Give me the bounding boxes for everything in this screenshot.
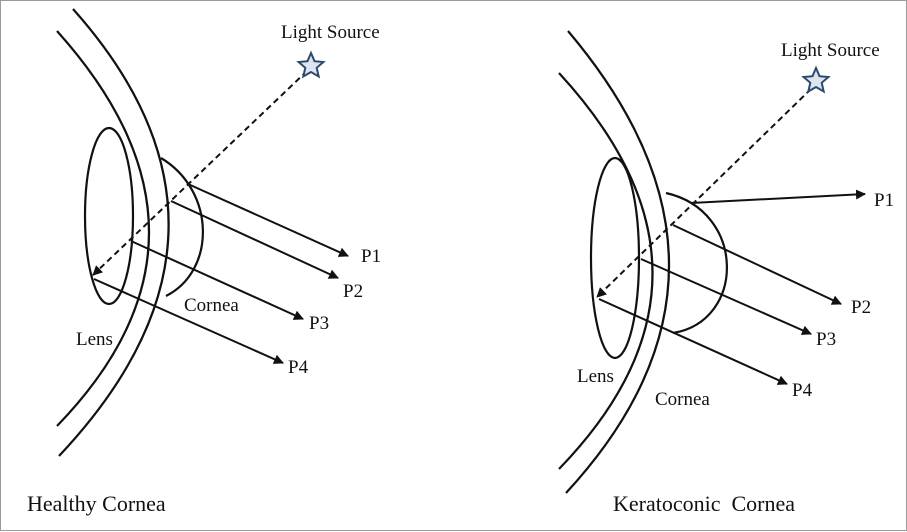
light-source-star — [296, 50, 326, 79]
cornea-label: Cornea — [184, 295, 239, 316]
label-p4: P4 — [792, 380, 813, 401]
reflection-p1 — [690, 189, 866, 204]
cornea-label: Cornea — [655, 389, 710, 410]
lens — [83, 126, 135, 306]
healthy-panel: Light Source P1 P2 P3 P4 Cornea Lens Hea… — [27, 8, 381, 516]
label-p3: P3 — [816, 329, 836, 350]
light-source-label: Light Source — [781, 40, 880, 61]
label-p4: P4 — [288, 357, 309, 378]
eye-outer-arc — [58, 8, 170, 457]
light-source-star — [801, 65, 831, 94]
label-p1: P1 — [361, 246, 381, 267]
cornea-cone — [665, 191, 728, 335]
lens-label: Lens — [76, 329, 113, 350]
cornea-bulge — [160, 157, 204, 297]
incident-ray — [92, 70, 308, 276]
label-p2: P2 — [851, 297, 871, 318]
label-p2: P2 — [343, 281, 363, 302]
reflection-p1 — [187, 183, 349, 257]
keratoconic-panel: Light Source P1 P2 P3 P4 Lens Cornea Ker… — [558, 30, 894, 516]
lens-label: Lens — [577, 366, 614, 387]
label-p1: P1 — [874, 190, 894, 211]
reflection-p2 — [170, 200, 339, 279]
light-source-label: Light Source — [281, 22, 380, 43]
eye-inner-arc — [56, 30, 150, 427]
eye-inner-arc — [558, 72, 654, 470]
reflection-p4 — [598, 298, 788, 385]
reflection-p3 — [640, 258, 812, 335]
label-p3: P3 — [309, 313, 329, 334]
panel-caption: Keratoconic Cornea — [613, 491, 795, 516]
lens — [589, 156, 641, 360]
panel-caption: Healthy Cornea — [27, 491, 166, 516]
reflection-p2 — [672, 224, 842, 305]
reflection-p3 — [130, 240, 304, 320]
eye-outer-arc — [565, 30, 671, 494]
reflection-p4 — [93, 278, 284, 364]
